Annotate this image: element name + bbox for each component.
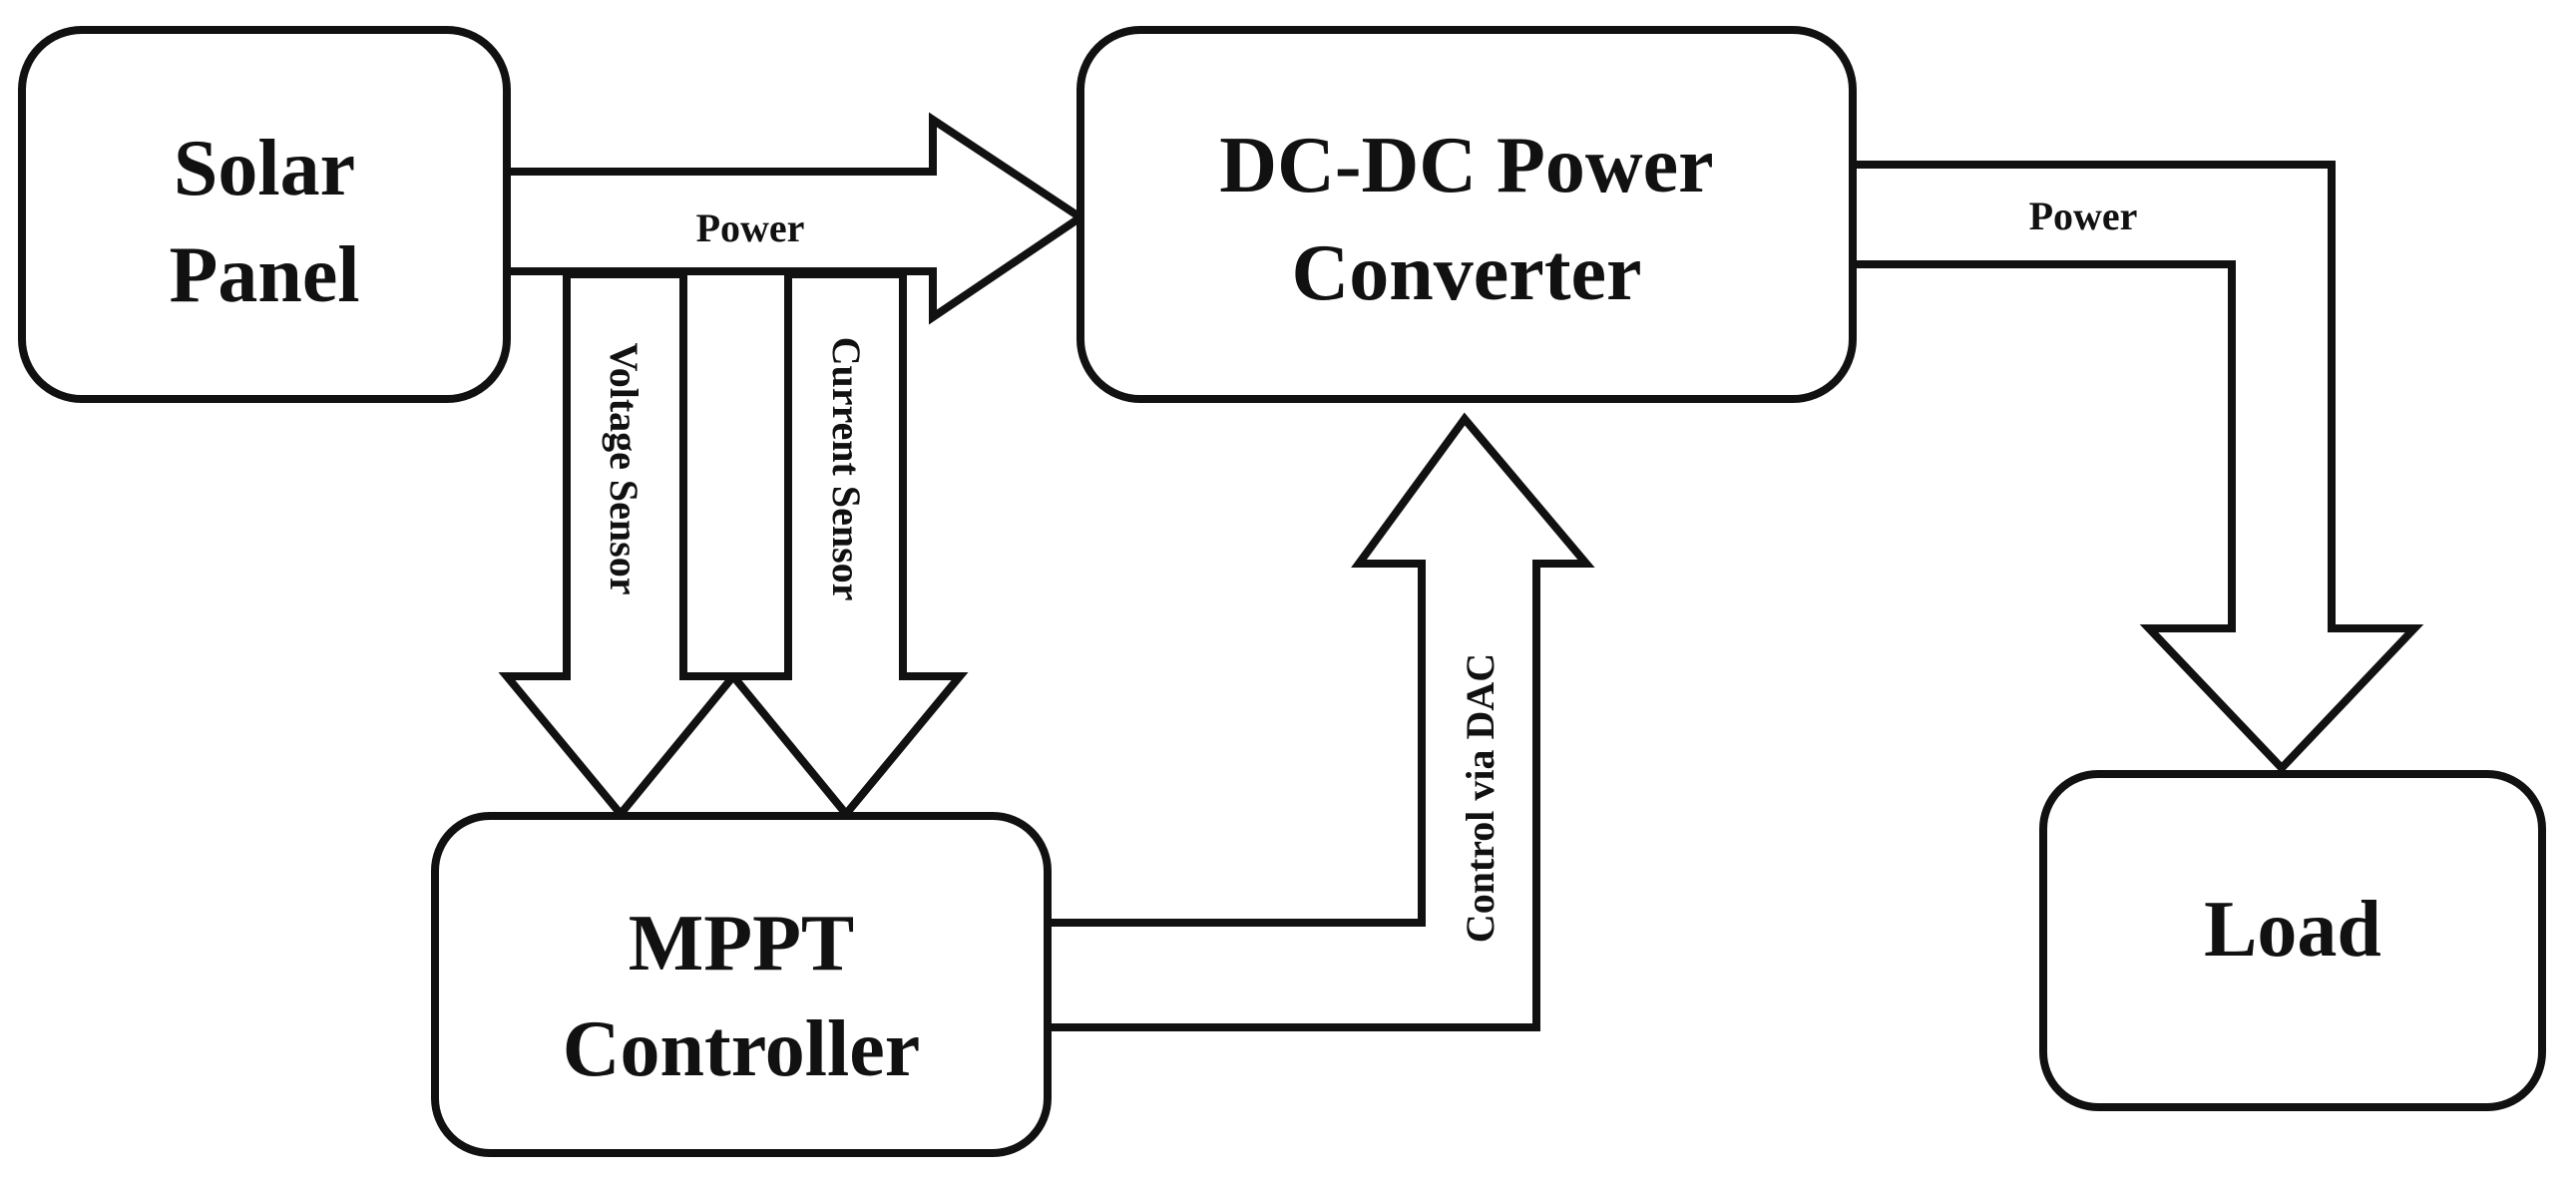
solar-panel-label-line1: Solar (174, 125, 355, 212)
voltage-sensor-arrow (498, 270, 742, 821)
load-block (2039, 770, 2546, 1111)
current-sensor-arrow (724, 270, 969, 821)
voltage-sensor-label: Voltage Sensor (602, 343, 646, 595)
converter-label-line2: Converter (1292, 229, 1642, 317)
mppt-label-line1: MPPT (629, 900, 855, 987)
power-label-converter-to-load: Power (2029, 194, 2138, 238)
power-label-panel-to-converter: Power (696, 205, 805, 250)
converter-label-line1: DC-DC Power (1219, 122, 1713, 209)
control-via-dac-label: Control via DAC (1458, 653, 1503, 943)
mppt-label-line2: Controller (563, 1005, 920, 1093)
control-arrow (1044, 412, 1595, 1031)
solar-panel-label-line2: Panel (169, 231, 359, 319)
mppt-controller-block (431, 812, 1052, 1157)
solar-panel-block (18, 26, 511, 403)
power-arrow-converter-to-load (1849, 161, 2424, 774)
dc-dc-converter-block (1076, 26, 1857, 403)
current-sensor-label: Current Sensor (824, 337, 869, 601)
load-label: Load (2204, 886, 2381, 974)
